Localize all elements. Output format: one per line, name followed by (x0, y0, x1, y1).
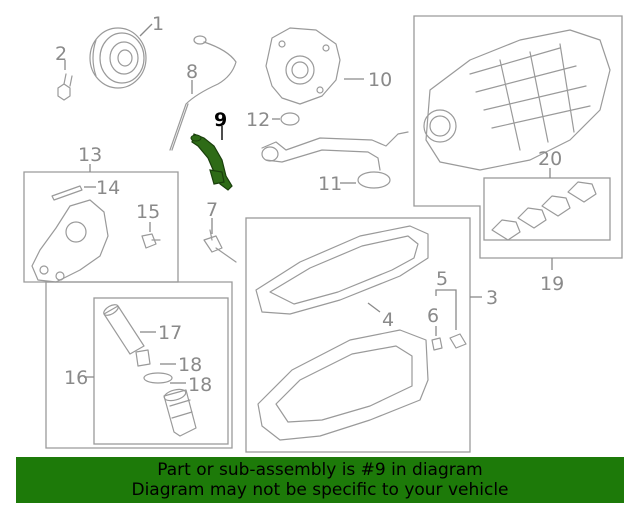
info-banner: Part or sub-assembly is #9 in diagram Di… (16, 457, 624, 503)
banner-line-2: Diagram may not be specific to your vehi… (131, 480, 509, 500)
banner-line-1: Part or sub-assembly is #9 in diagram (157, 460, 483, 480)
callout-19: 19 (540, 273, 564, 295)
oil-filter-adapter (31, 199, 109, 283)
callout-9: 9 (214, 109, 227, 131)
callout-16: 16 (64, 367, 88, 389)
callout-15: 15 (136, 201, 160, 223)
oil-sensor-7 (203, 229, 237, 263)
pulley-bolt (57, 73, 73, 101)
oil-pump (265, 27, 341, 105)
oil-pan-gasket (255, 225, 429, 315)
callout-18b: 18 (188, 374, 212, 396)
callout-4: 4 (382, 309, 394, 331)
oil-pan (257, 329, 429, 441)
filter-cap (163, 388, 197, 437)
drain-plug-6 (431, 337, 443, 351)
callout-8: 8 (186, 61, 198, 83)
callout-18a: 18 (178, 354, 202, 376)
dipstick-tube-highlighted (190, 133, 233, 191)
intake-gaskets (483, 177, 611, 241)
bracket-5 (435, 289, 457, 330)
leader-4 (367, 302, 381, 313)
callout-5: 5 (436, 268, 448, 290)
dipstick (169, 35, 237, 151)
o-ring (280, 112, 300, 126)
crank-pulley (89, 27, 147, 89)
o-ring-18 (143, 372, 173, 384)
callout-11: 11 (318, 173, 342, 195)
callout-14: 14 (96, 177, 120, 199)
drain-plug-5 (449, 333, 467, 349)
oil-pickup-tube (261, 131, 409, 189)
callout-7: 7 (206, 199, 218, 221)
callout-12: 12 (246, 109, 270, 131)
callout-13: 13 (78, 144, 102, 166)
box-13-lower (45, 281, 233, 449)
gasket-14 (51, 185, 83, 201)
box-3 (245, 217, 471, 453)
drain-plug-small (135, 349, 151, 367)
box-19 (413, 15, 623, 259)
callout-17: 17 (158, 322, 182, 344)
box-16 (93, 297, 229, 445)
callout-20: 20 (538, 148, 562, 170)
intake-manifold (423, 29, 611, 171)
callout-6: 6 (427, 305, 439, 327)
sensor-15 (141, 233, 161, 249)
filter-element (103, 304, 145, 355)
callout-3: 3 (486, 287, 498, 309)
callout-2: 2 (55, 43, 67, 65)
callout-10: 10 (368, 69, 392, 91)
leader-1 (139, 23, 153, 37)
callout-1: 1 (152, 13, 164, 35)
